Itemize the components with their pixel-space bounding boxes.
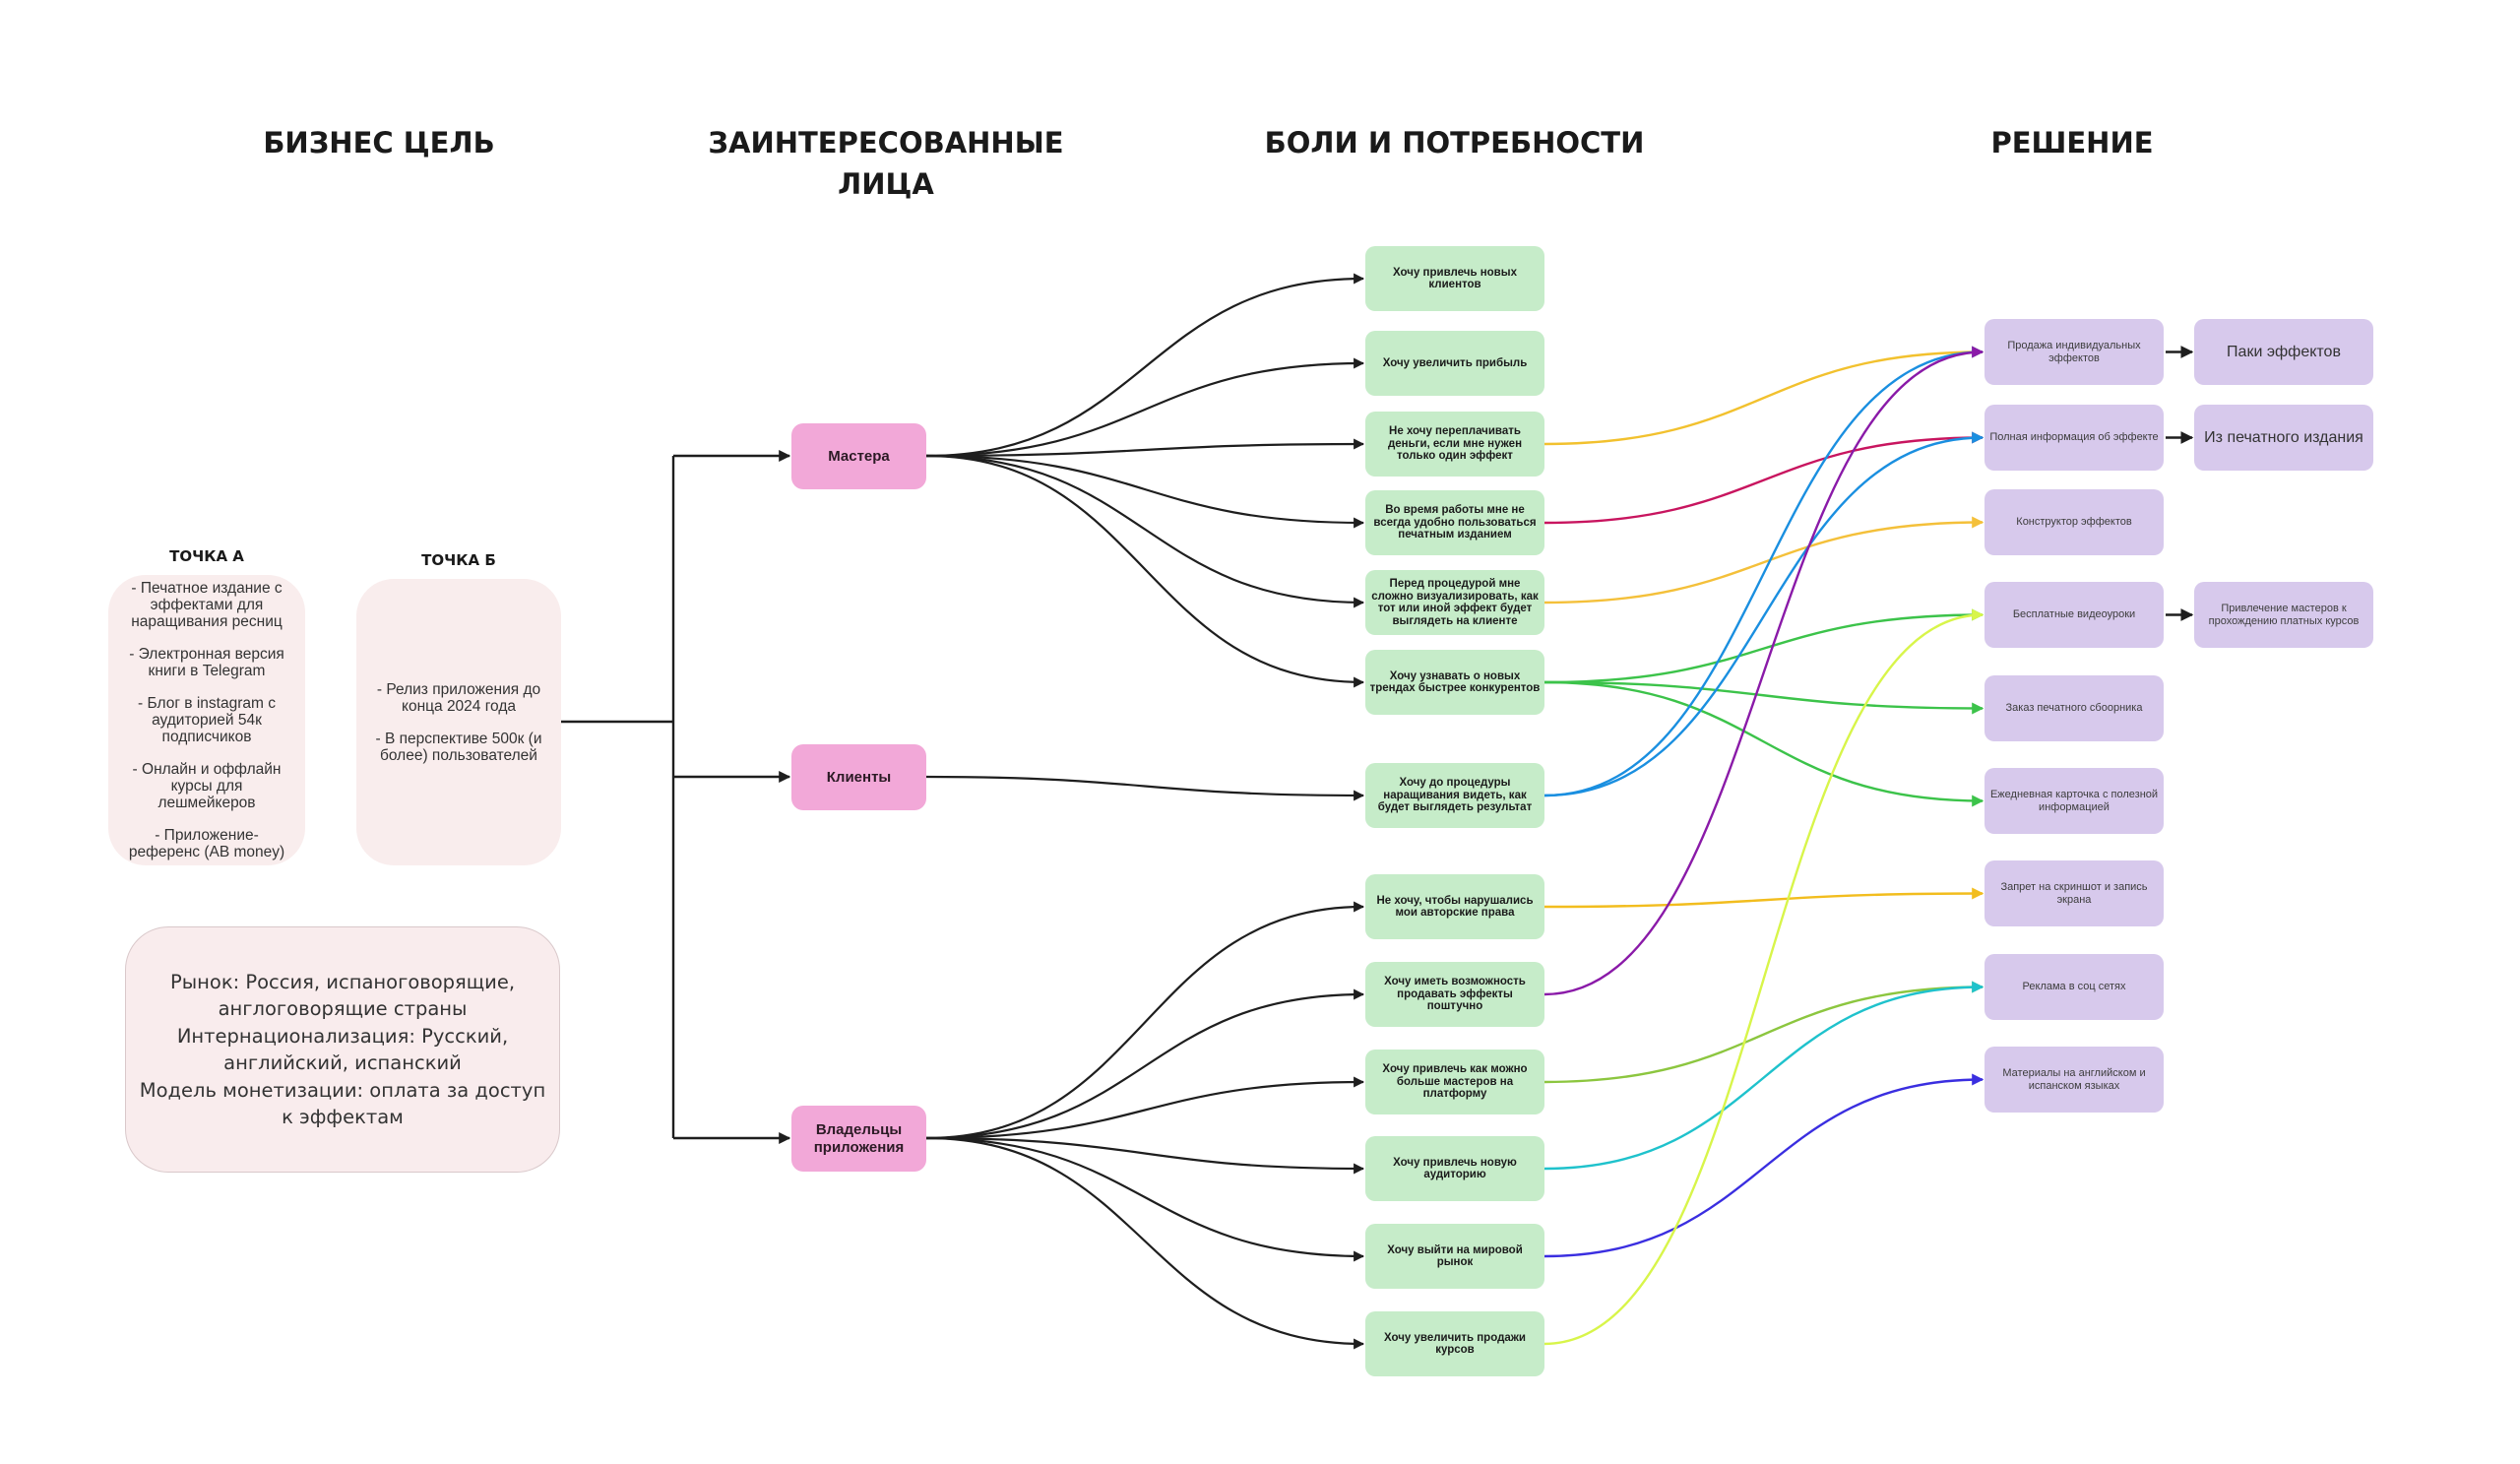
stakeholder-app-owners[interactable]: Владельцы приложения <box>791 1106 926 1172</box>
solution-item[interactable]: Конструктор эффектов <box>1984 489 2164 555</box>
solution-next-item[interactable]: Из печатного издания <box>2194 405 2373 471</box>
goal-to-stakeholder-connectors <box>561 450 791 1144</box>
goal-trunk-line <box>561 456 675 1138</box>
pain-item[interactable]: Не хочу, чтобы нарушались мои авторские … <box>1365 874 1544 939</box>
stakeholder-to-pain-arrow <box>925 988 1365 1140</box>
stakeholder-masters[interactable]: Мастера <box>791 423 926 489</box>
pain-to-solution-arrow <box>1544 1073 1984 1258</box>
stakeholder-to-pain-arrow <box>925 438 1365 458</box>
market-line: Рынок: Россия, испаноговорящие, англогов… <box>169 970 516 1021</box>
pain-to-solution-arrow <box>1544 887 1984 909</box>
stakeholder-to-pain-arrow <box>925 901 1365 1140</box>
stakeholder-clients[interactable]: Клиенты <box>791 744 926 810</box>
monetization-line: Модель монетизации: оплата за доступ к э… <box>139 1078 546 1129</box>
pain-to-solution-connectors <box>1544 346 1984 1346</box>
pain-to-solution-arrow <box>1544 608 1984 684</box>
solution-item[interactable]: Полная информация об эффекте <box>1984 405 2164 471</box>
pain-to-solution-arrow <box>1544 431 1984 797</box>
point-b-box: - Релиз приложения до конца 2024 года - … <box>356 579 561 865</box>
stakeholder-to-pain-arrow <box>925 357 1365 458</box>
solution-item[interactable]: Запрет на скриншот и запись экрана <box>1984 860 2164 926</box>
stakeholder-to-pain-arrow <box>925 1136 1365 1175</box>
point-b-item: - В перспективе 500к (и более) пользоват… <box>375 730 542 764</box>
pain-item[interactable]: Хочу узнавать о новых трендах быстрее ко… <box>1365 650 1544 715</box>
pain-item[interactable]: Хочу до процедуры наращивания видеть, ка… <box>1365 763 1544 828</box>
market-info-box: Рынок: Россия, испаноговорящие, англогов… <box>125 926 560 1173</box>
point-a-box: - Печатное издание с эффектами для наращ… <box>108 575 305 865</box>
stakeholder-to-pain-arrow <box>925 1136 1365 1350</box>
pain-item[interactable]: Хочу иметь возможность продавать эффекты… <box>1365 962 1544 1027</box>
point-a-item: - Приложение-референс (AB money) <box>128 827 285 860</box>
pain-item[interactable]: Не хочу переплачивать деньги, если мне н… <box>1365 412 1544 477</box>
heading-stakeholders: ЗАИНТЕРЕСОВАННЫЕ ЛИЦА <box>689 122 1083 205</box>
heading-business-goal: БИЗНЕС ЦЕЛЬ <box>263 126 495 159</box>
point-b-title: ТОЧКА Б <box>421 551 496 569</box>
pain-to-solution-arrow <box>1544 981 1984 1084</box>
solution-item[interactable]: Бесплатные видеоуроки <box>1984 582 2164 648</box>
pain-item[interactable]: Хочу увеличить продажи курсов <box>1365 1311 1544 1376</box>
stakeholder-to-pain-arrow <box>925 1136 1365 1262</box>
solution-to-next-connectors <box>2166 346 2194 621</box>
stakeholder-to-pain-arrow <box>925 454 1365 688</box>
pain-item[interactable]: Хочу выйти на мировой рынок <box>1365 1224 1544 1289</box>
pain-to-solution-arrow <box>1544 431 1984 525</box>
heading-pains: БОЛИ И ПОТРЕБНОСТИ <box>1264 126 1645 159</box>
solution-next-item[interactable]: Привлечение мастеров к прохождению платн… <box>2194 582 2373 648</box>
point-b-item: - Релиз приложения до конца 2024 года <box>376 680 541 715</box>
pain-item[interactable]: Хочу привлечь как можно больше мастеров … <box>1365 1050 1544 1114</box>
heading-stakeholders-line2: ЛИЦА <box>838 167 934 201</box>
solution-item[interactable]: Заказ печатного сбоорника <box>1984 675 2164 741</box>
pain-item[interactable]: Перед процедурой мне сложно визуализиров… <box>1365 570 1544 635</box>
heading-stakeholders-line1: ЗАИНТЕРЕСОВАННЫЕ <box>708 126 1064 159</box>
pain-to-solution-arrow <box>1544 346 1984 797</box>
pain-to-solution-arrow <box>1544 981 1984 1171</box>
internationalization-line: Интернационализация: Русский, английский… <box>176 1024 509 1075</box>
point-a-item: - Электронная версия книги в Telegram <box>129 646 284 679</box>
pain-to-solution-arrow <box>1544 608 1984 1346</box>
stakeholder-to-pain-connectors <box>925 273 1365 1350</box>
solution-next-item[interactable]: Паки эффектов <box>2194 319 2373 385</box>
pain-item[interactable]: Во время работы мне не всегда удобно пол… <box>1365 490 1544 555</box>
pain-item[interactable]: Хочу привлечь новую аудиторию <box>1365 1136 1544 1201</box>
solution-item[interactable]: Материалы на английском и испанском язык… <box>1984 1047 2164 1113</box>
pain-item[interactable]: Хочу привлечь новых клиентов <box>1365 246 1544 311</box>
point-a-item: - Блог в instagram с аудиторией 54к подп… <box>138 695 276 745</box>
pain-to-solution-arrow <box>1544 516 1984 605</box>
pain-item[interactable]: Хочу увеличить прибыль <box>1365 331 1544 396</box>
stakeholder-to-pain-arrow <box>925 1076 1365 1140</box>
point-a-item: - Печатное издание с эффектами для наращ… <box>131 580 283 630</box>
stakeholder-to-pain-arrow <box>925 273 1365 458</box>
point-a-item: - Онлайн и оффлайн курсы для лешмейкеров <box>132 761 282 811</box>
stakeholder-to-pain-arrow <box>925 775 1365 801</box>
solution-item[interactable]: Ежедневная карточка с полезной информаци… <box>1984 768 2164 834</box>
point-a-title: ТОЧКА А <box>169 547 244 565</box>
solution-item[interactable]: Реклама в соц сетях <box>1984 954 2164 1020</box>
stakeholder-to-pain-arrow <box>925 454 1365 529</box>
pain-to-solution-arrow <box>1544 346 1984 996</box>
solution-item[interactable]: Продажа индивидуальных эффектов <box>1984 319 2164 385</box>
pain-to-solution-arrow <box>1544 680 1984 807</box>
pain-to-solution-arrow <box>1544 346 1984 446</box>
heading-solution: РЕШЕНИЕ <box>1990 126 2154 159</box>
pain-to-solution-arrow <box>1544 680 1984 715</box>
stakeholder-to-pain-arrow <box>925 454 1365 608</box>
